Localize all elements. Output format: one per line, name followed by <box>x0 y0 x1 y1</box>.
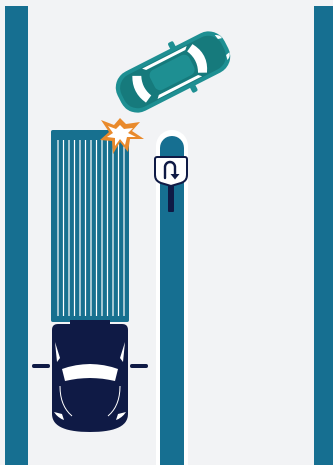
truck-cargo <box>51 130 129 322</box>
left-median <box>5 6 28 465</box>
truck-mirror-right <box>130 364 148 368</box>
truck-mirror-left <box>32 364 50 368</box>
right-median <box>314 6 333 465</box>
